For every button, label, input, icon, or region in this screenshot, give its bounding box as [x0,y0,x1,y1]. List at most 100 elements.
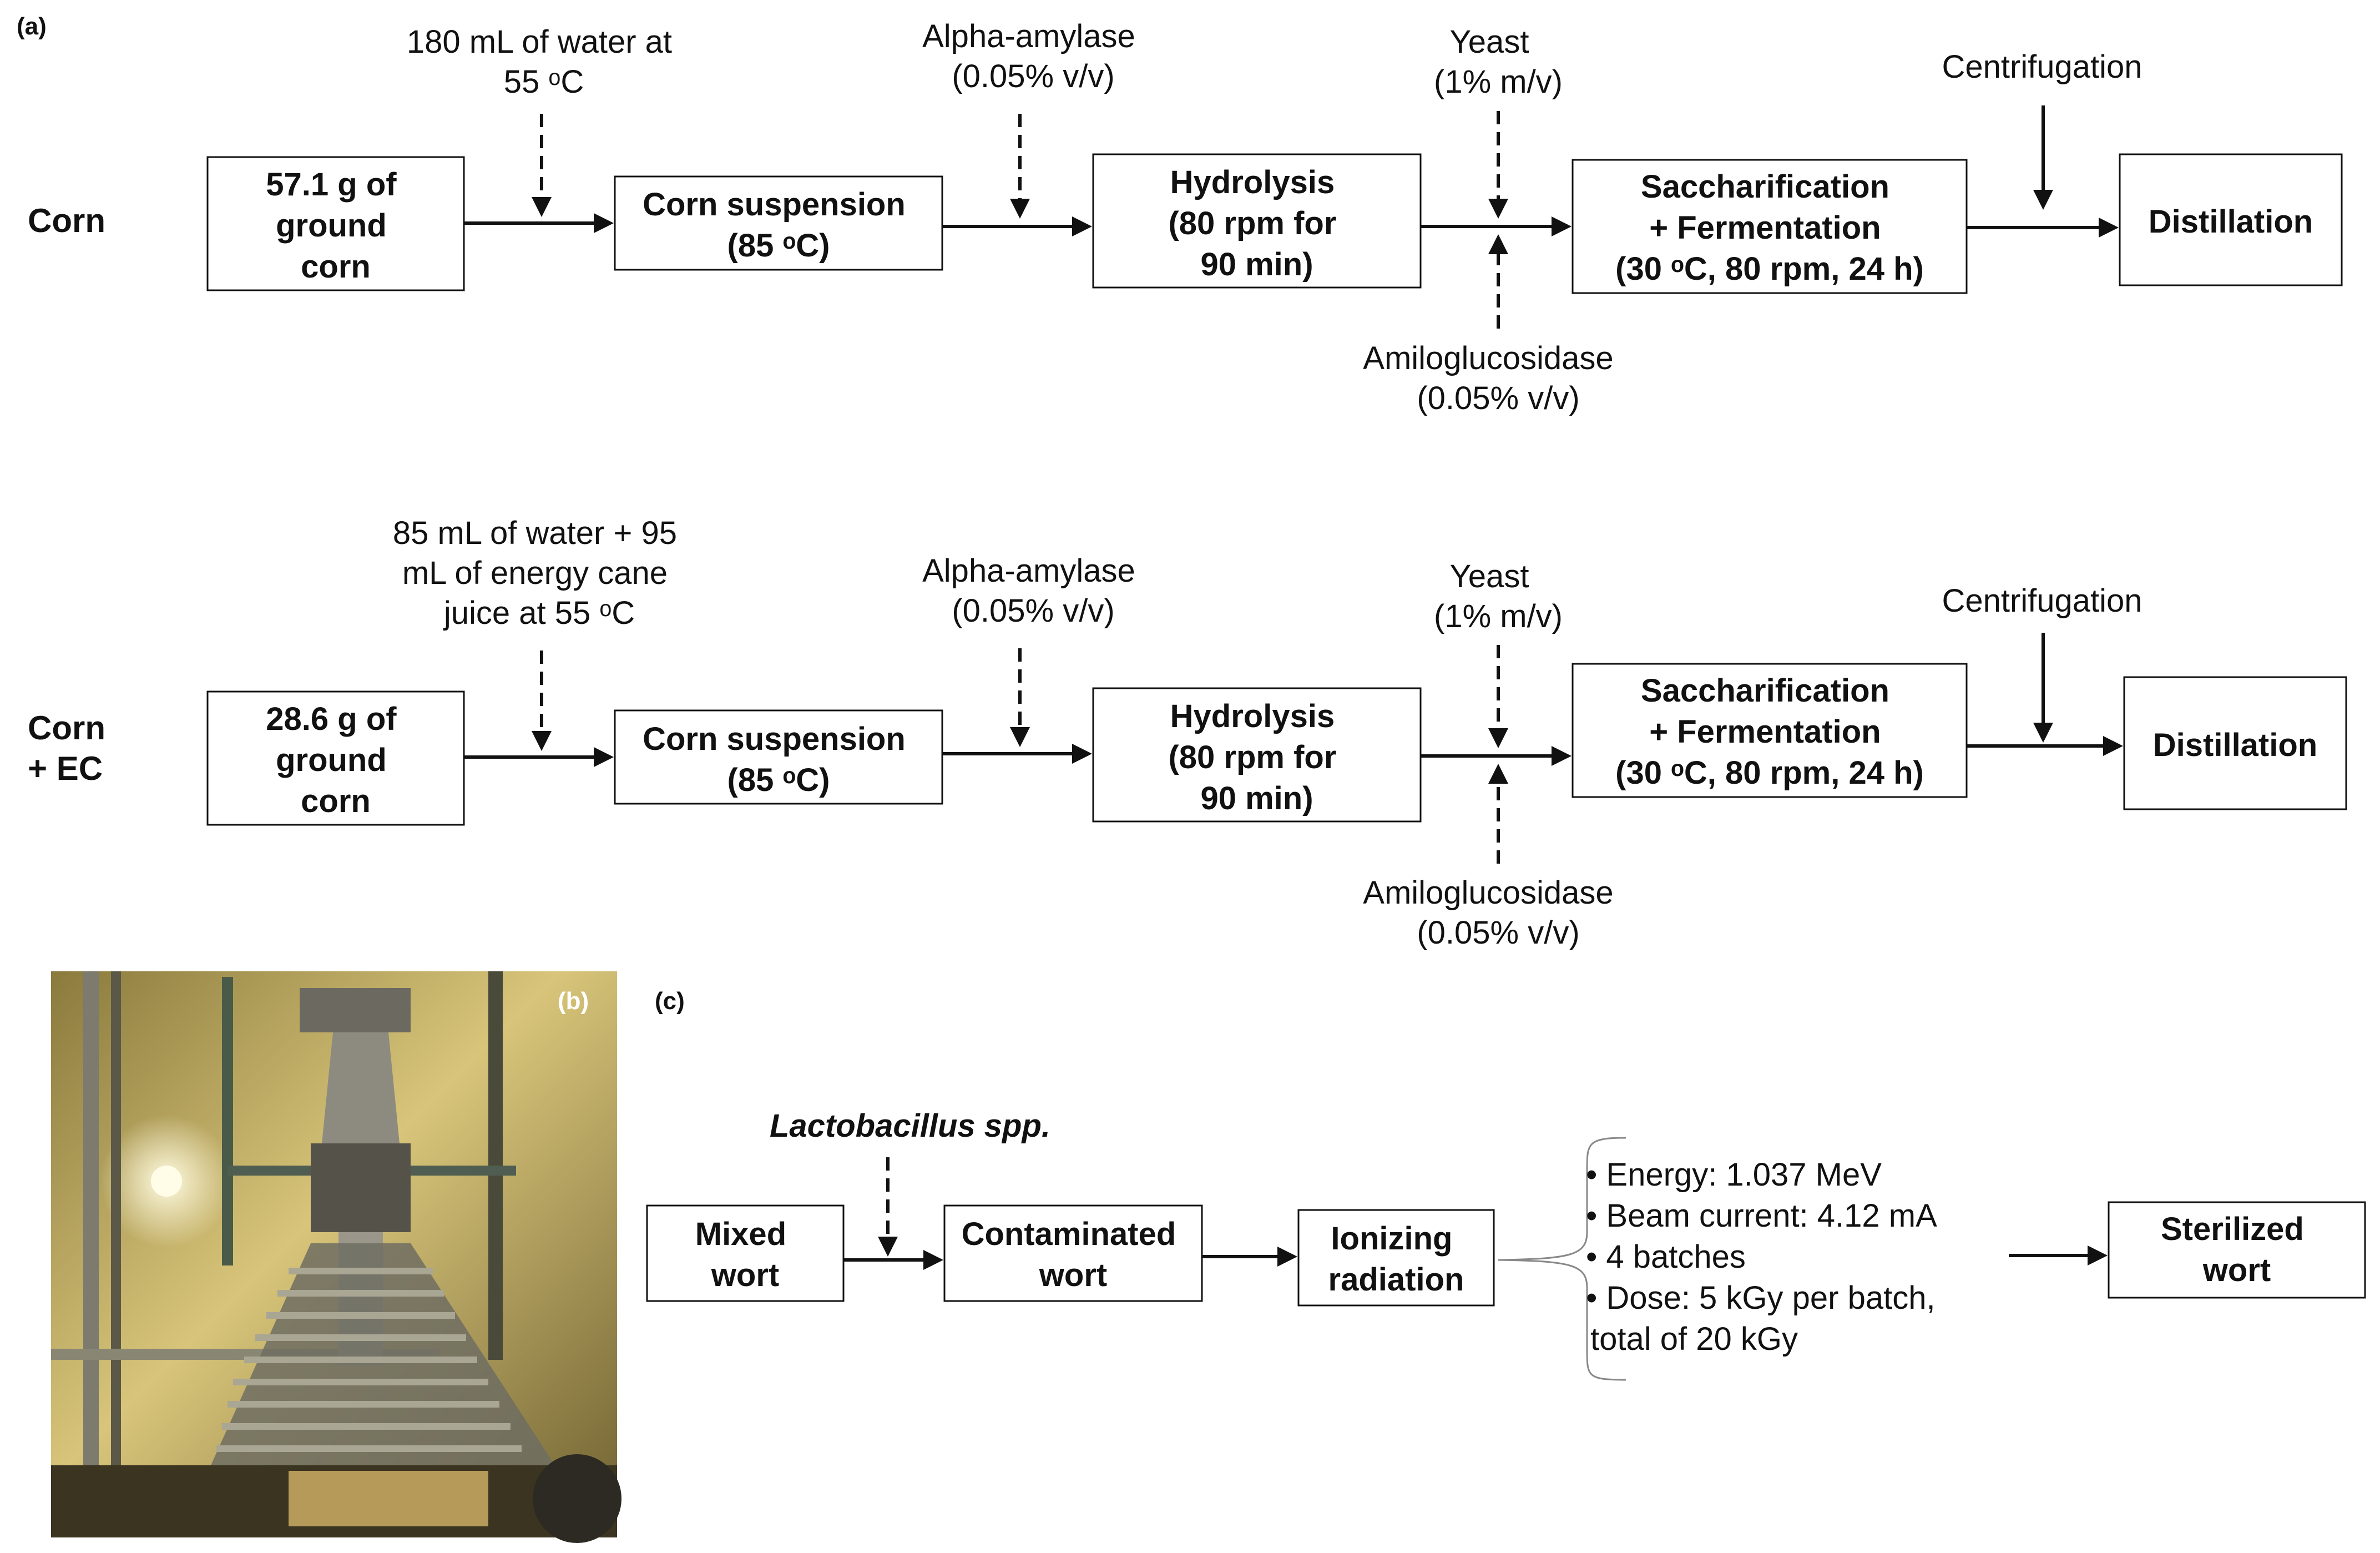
box-corn-suspension [614,175,943,271]
annotation-line: Yeast [1449,24,1529,60]
box-line: Ionizing [1331,1221,1452,1257]
annotation-line: (0.05% v/v) [1417,915,1579,951]
annotation-line: 180 mL of water at [407,24,672,60]
row-label-line: Corn [28,709,105,747]
box-distillation-text: Distillation [2153,727,2317,763]
box-mixed-wort [646,1204,845,1302]
annotation-line: (0.05% v/v) [1417,380,1579,416]
panel-c-flow: Lactobacillus spp. Mixed wort Contaminat… [646,1108,2366,1381]
box-line: + Fermentation [1649,210,1881,246]
pipe [111,971,121,1537]
box-distillation [2119,153,2343,286]
annotation-line: (0.05% v/v) [952,58,1114,94]
condition-line: • Energy: 1.037 MeV [1586,1157,1882,1193]
irradiation-conditions: • Energy: 1.037 MeV • Beam current: 4.12… [1586,1157,1944,1357]
box-saccharification-fermentation [1571,663,1968,798]
annotation-line: Alpha-amylase [922,553,1135,589]
panel-label-b: (b) [558,987,589,1015]
annotation-yeast: Yeast (1% m/v) [1434,558,1563,634]
annotation-line: (1% m/v) [1434,64,1563,100]
panel-label-a: (a) [17,13,47,40]
box-line: wort [2202,1252,2271,1288]
condition-line: • Dose: 5 kGy per batch, [1586,1280,1936,1316]
box-line: Corn suspension [643,186,906,223]
annotation-alpha-amylase: Alpha-amylase (0.05% v/v) [922,18,1144,94]
pipe [222,977,233,1265]
box-saccharification-fermentation [1571,159,1968,294]
row-label-line: Corn [28,202,105,239]
condition-line: total of 20 kGy [1590,1321,1798,1357]
box-line: Distillation [2149,204,2313,240]
annotation-line: Amiloglucosidase [1363,875,1613,911]
box-line: 28.6 g of [266,701,397,737]
annotation-line: Yeast [1449,558,1529,594]
box-line: (80 rpm for [1168,205,1336,241]
row-label-corn-ec: Corn + EC [28,709,115,787]
box-ground-corn-text: 57.1 g of ground corn [266,167,405,285]
box-sterilized-wort-text: Sterilized wort [2161,1211,2313,1288]
pipe [83,971,99,1537]
annotation-line: mL of energy cane [402,555,668,591]
box-hydrolysis [1092,153,1422,289]
lamp-icon [151,1166,182,1197]
box-line: (30 ᵒC, 80 rpm, 24 h) [1615,755,1924,791]
box-line: Distillation [2153,727,2317,763]
sample-tray [289,1471,488,1526]
box-line: Mixed [695,1216,786,1252]
accelerator-head [300,988,411,1032]
condition-line: • Beam current: 4.12 mA [1586,1198,1937,1234]
annotation-line: Centrifugation [1942,583,2142,619]
box-line: ground [276,208,387,244]
box-line: (85 ᵒC) [727,762,830,798]
box-line: Hydrolysis [1170,698,1335,734]
box-corn-suspension [614,709,943,805]
box-line: corn [301,783,371,819]
condition-brace [1498,1137,1626,1381]
annotation-line: Amiloglucosidase [1363,340,1613,376]
annotation-line: Alpha-amylase [922,18,1135,54]
annotation-line: Centrifugation [1942,49,2142,85]
box-line: corn [301,249,371,285]
box-line: Sterilized [2161,1211,2304,1247]
row-label-corn: Corn [28,202,105,239]
box-mixed-wort-text: Mixed wort [695,1216,796,1293]
annotation-line: juice at 55 ᵒC [443,595,635,631]
accelerator-body [311,1143,411,1232]
box-ionizing-radiation-text: Ionizing radiation [1328,1221,1464,1298]
box-hydrolysis-text: Hydrolysis (80 rpm for 90 min) [1168,164,1345,283]
box-hydrolysis [1092,687,1422,823]
accelerator-column [322,1032,400,1143]
box-corn-suspension-text: Corn suspension (85 ᵒC) [643,721,914,798]
box-line: Contaminated [962,1216,1176,1252]
box-line: (80 rpm for [1168,739,1336,775]
scan-horn [211,1243,555,1465]
box-line: 90 min) [1200,246,1313,283]
box-contaminated-wort-text: Contaminated wort [962,1216,1185,1293]
box-line: ground [276,742,387,778]
box-distillation-text: Distillation [2149,204,2313,240]
box-saccharification-fermentation-text: Saccharification + Fermentation (30 ᵒC, … [1615,673,1924,791]
annotation-water: 180 mL of water at 55 ᵒC [407,24,681,100]
annotation-line: (0.05% v/v) [952,593,1114,629]
box-saccharification-fermentation-text: Saccharification + Fermentation (30 ᵒC, … [1615,169,1924,287]
box-ionizing-radiation [1297,1209,1495,1307]
box-line: Hydrolysis [1170,164,1335,200]
annotation-alpha-amylase: Alpha-amylase (0.05% v/v) [922,553,1144,629]
box-line: (30 ᵒC, 80 rpm, 24 h) [1615,251,1924,287]
box-line: wort [711,1257,779,1293]
annotation-yeast: Yeast (1% m/v) [1434,24,1563,100]
machinery [533,1454,621,1543]
photo-electron-beam-accelerator [51,971,621,1543]
box-line: Saccharification [1641,169,1889,205]
annotation-centrifugation: Centrifugation [1942,49,2142,85]
box-line: Corn suspension [643,721,906,757]
box-ground-corn [206,156,465,291]
box-line: wort [1039,1257,1107,1293]
row-label-line: + EC [28,750,103,787]
annotation-amiloglucosidase: Amiloglucosidase (0.05% v/v) [1363,875,1622,951]
row-corn-ec: 28.6 g of ground corn Corn suspension (8… [206,515,2347,951]
horn-fins [216,1268,522,1452]
box-line: 90 min) [1200,780,1313,816]
panel-label-c: (c) [655,987,685,1015]
